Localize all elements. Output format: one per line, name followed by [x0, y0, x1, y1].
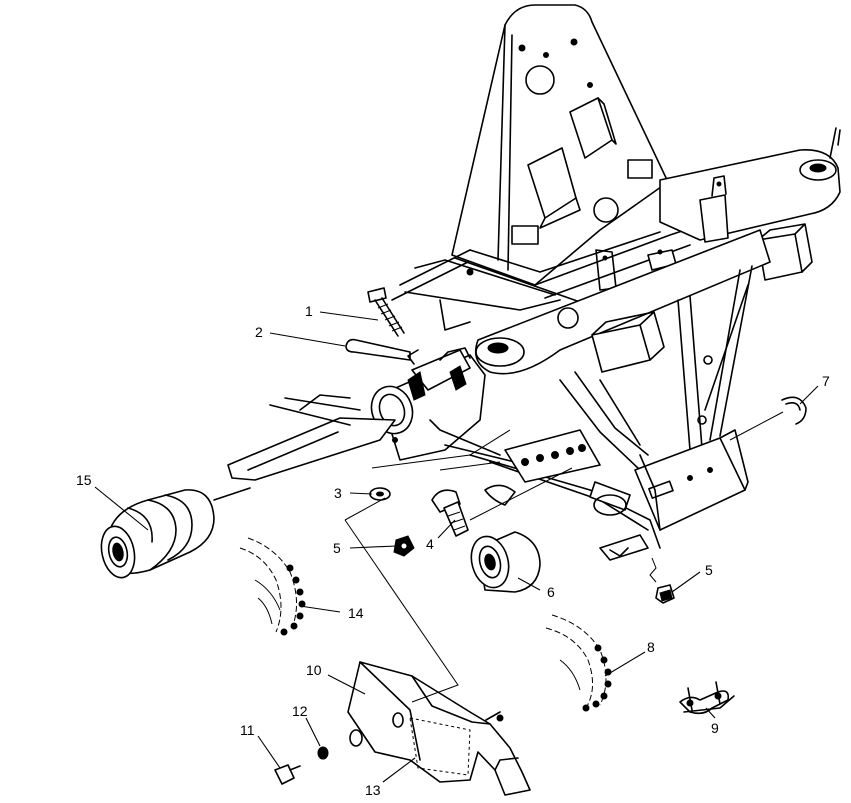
part-11-bolt — [274, 764, 301, 785]
frame-rails — [391, 214, 731, 331]
part-1-bolt — [367, 287, 405, 337]
part-6-idler-wheel — [470, 531, 541, 593]
part-15-drive-roller — [100, 487, 251, 579]
slide-rail — [484, 429, 649, 561]
callout-2: 2 — [255, 324, 263, 340]
lower-rail — [474, 229, 771, 375]
callout-9: 9 — [711, 720, 719, 736]
rear-struts — [559, 265, 753, 531]
part-5-nut-upper — [393, 535, 415, 557]
part-13-chaincase-plate — [347, 661, 531, 796]
part-8-driven-chain — [545, 614, 612, 712]
callout-3: 3 — [334, 485, 342, 501]
part-5-nut-lower — [609, 547, 675, 604]
upper-frame-plate — [451, 4, 669, 286]
callout-5-lower: 5 — [705, 562, 713, 578]
callout-12: 12 — [292, 703, 308, 719]
callouts: 1 2 3 4 5 5 6 7 8 9 10 11 12 13 14 15 — [76, 303, 830, 798]
callout-8: 8 — [647, 639, 655, 655]
part-3-washer — [369, 487, 391, 501]
callout-10: 10 — [306, 662, 322, 678]
part-9-master-link — [679, 681, 735, 715]
callout-5-upper: 5 — [333, 540, 341, 556]
leader-lines — [94, 311, 819, 783]
callout-4: 4 — [426, 536, 434, 552]
callout-11: 11 — [240, 722, 255, 738]
callout-14: 14 — [348, 605, 364, 621]
callout-13: 13 — [365, 782, 381, 798]
callout-15: 15 — [76, 472, 92, 488]
part-4-carriage-bolt — [431, 489, 469, 537]
part-14-drive-chain — [239, 537, 306, 636]
callout-7: 7 — [822, 373, 830, 389]
part-12-washer — [317, 746, 329, 760]
pivot-housing — [370, 347, 486, 461]
callout-1: 1 — [305, 303, 313, 319]
part-2-pin — [345, 338, 419, 365]
alignment-lines — [344, 411, 784, 703]
callout-6: 6 — [547, 584, 555, 600]
part-7-clip — [781, 396, 807, 425]
